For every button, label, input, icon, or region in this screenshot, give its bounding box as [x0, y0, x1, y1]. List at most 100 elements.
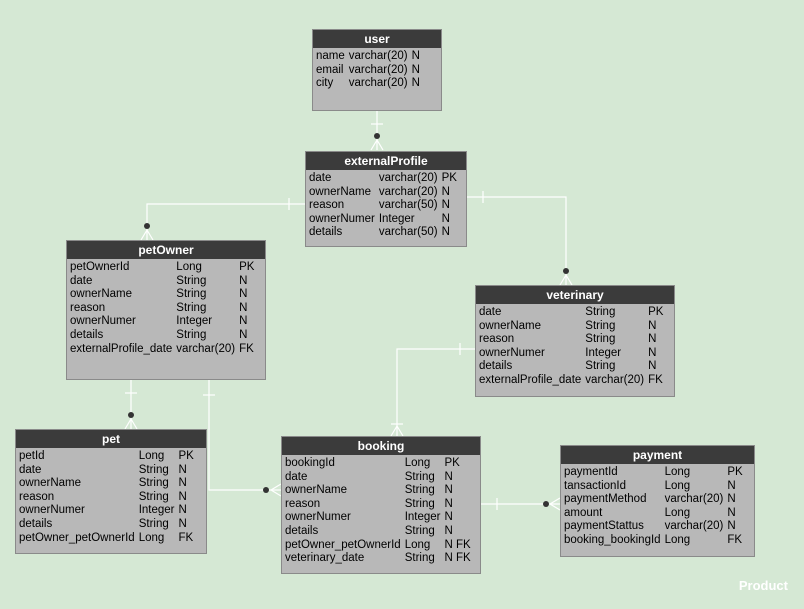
- field-name: ownerNumer: [285, 511, 351, 524]
- field-row: details varchar(50)N: [309, 226, 461, 240]
- field-type: String: [404, 497, 435, 510]
- field-type: varchar(50): [378, 226, 438, 239]
- field-type: varchar(50): [378, 199, 438, 212]
- field-key: N: [178, 490, 187, 503]
- field-key: N: [178, 477, 187, 490]
- field-type: String: [404, 524, 435, 537]
- field-type: Long: [664, 506, 691, 519]
- field-key: N: [648, 319, 657, 332]
- field-name: externalProfile_date: [479, 373, 582, 386]
- field-name: reason: [285, 497, 321, 510]
- field-name: paymentStattus: [564, 520, 644, 533]
- field-type: varchar(20): [664, 493, 724, 506]
- field-name: date: [19, 463, 42, 476]
- field-key: FK: [239, 342, 254, 355]
- field-name: ownerName: [19, 477, 81, 490]
- field-key: N FK: [444, 552, 471, 565]
- field-name: ownerNumer: [19, 504, 85, 517]
- field-name: externalProfile_date: [70, 342, 173, 355]
- field-key: PK: [444, 457, 460, 469]
- field-name: ownerNumer: [479, 346, 545, 359]
- field-name: petOwner_petOwnerId: [285, 538, 401, 551]
- field-key: PK: [648, 306, 664, 318]
- field-type: String: [176, 328, 207, 341]
- entity-title: pet: [16, 430, 206, 448]
- field-name: ownerName: [479, 319, 541, 332]
- field-name: ownerName: [70, 288, 132, 301]
- field-key: N: [444, 470, 453, 483]
- field-type: String: [138, 517, 169, 530]
- field-type: Integer: [138, 504, 175, 517]
- field-key: N: [411, 63, 420, 76]
- field-name: date: [309, 172, 332, 184]
- field-name: date: [285, 470, 308, 483]
- field-type: String: [585, 360, 616, 373]
- field-key: N: [441, 199, 450, 212]
- field-type: varchar(20): [585, 373, 645, 386]
- field-type: varchar(20): [348, 77, 408, 90]
- field-type: Integer: [404, 511, 441, 524]
- field-type: Long: [138, 450, 165, 462]
- field-type: String: [176, 301, 207, 314]
- field-type: Integer: [176, 315, 213, 328]
- entity-title: payment: [561, 446, 754, 464]
- field-name: details: [309, 226, 343, 239]
- field-key: N: [444, 497, 453, 510]
- field-name: details: [479, 360, 513, 373]
- field-type: String: [585, 319, 616, 332]
- field-type: Long: [664, 533, 691, 546]
- field-type: varchar(20): [664, 520, 724, 533]
- product-label: Product: [738, 578, 788, 593]
- entity-title: user: [313, 30, 441, 48]
- field-name: amount: [564, 506, 603, 519]
- field-type: Long: [404, 538, 431, 551]
- entity-title: externalProfile: [306, 152, 466, 170]
- field-key: N: [441, 226, 450, 239]
- field-type: Long: [404, 457, 431, 469]
- field-type: varchar(20): [378, 172, 438, 184]
- field-key: N: [239, 274, 248, 287]
- field-row: ownerName String N: [479, 320, 667, 334]
- field-type: Integer: [585, 346, 622, 359]
- field-key: FK: [178, 531, 194, 544]
- entity-title: booking: [282, 437, 480, 455]
- field-name: name: [316, 50, 345, 62]
- field-key: N: [727, 506, 736, 519]
- field-name: city: [316, 77, 334, 90]
- field-name: booking_bookingId: [564, 533, 661, 546]
- field-name: bookingId: [285, 457, 335, 469]
- field-name: petOwnerId: [70, 261, 130, 273]
- field-type: varchar(20): [348, 63, 408, 76]
